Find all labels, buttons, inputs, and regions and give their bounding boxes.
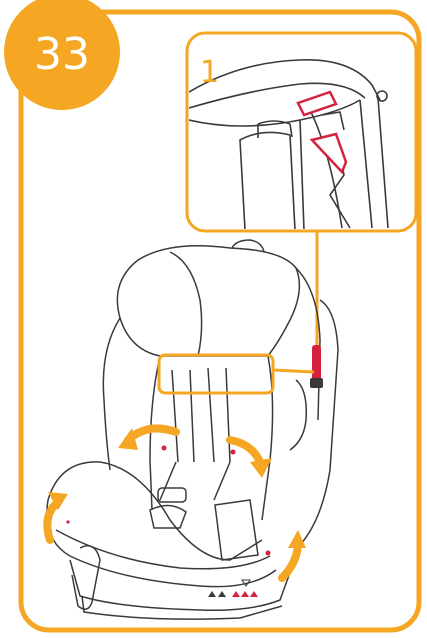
detail-inset: 1 — [187, 33, 416, 231]
inset-label: 1 — [200, 55, 219, 90]
harness-highlight — [159, 355, 273, 393]
rotation-arrow-right — [230, 440, 272, 478]
lift-arrow-right — [282, 530, 306, 578]
lift-arrow-left — [47, 492, 68, 540]
seat-harness-adjuster — [310, 345, 323, 388]
rotation-arrow-left — [118, 428, 176, 450]
step-number: 33 — [34, 29, 90, 80]
highlight-connector — [273, 370, 314, 372]
